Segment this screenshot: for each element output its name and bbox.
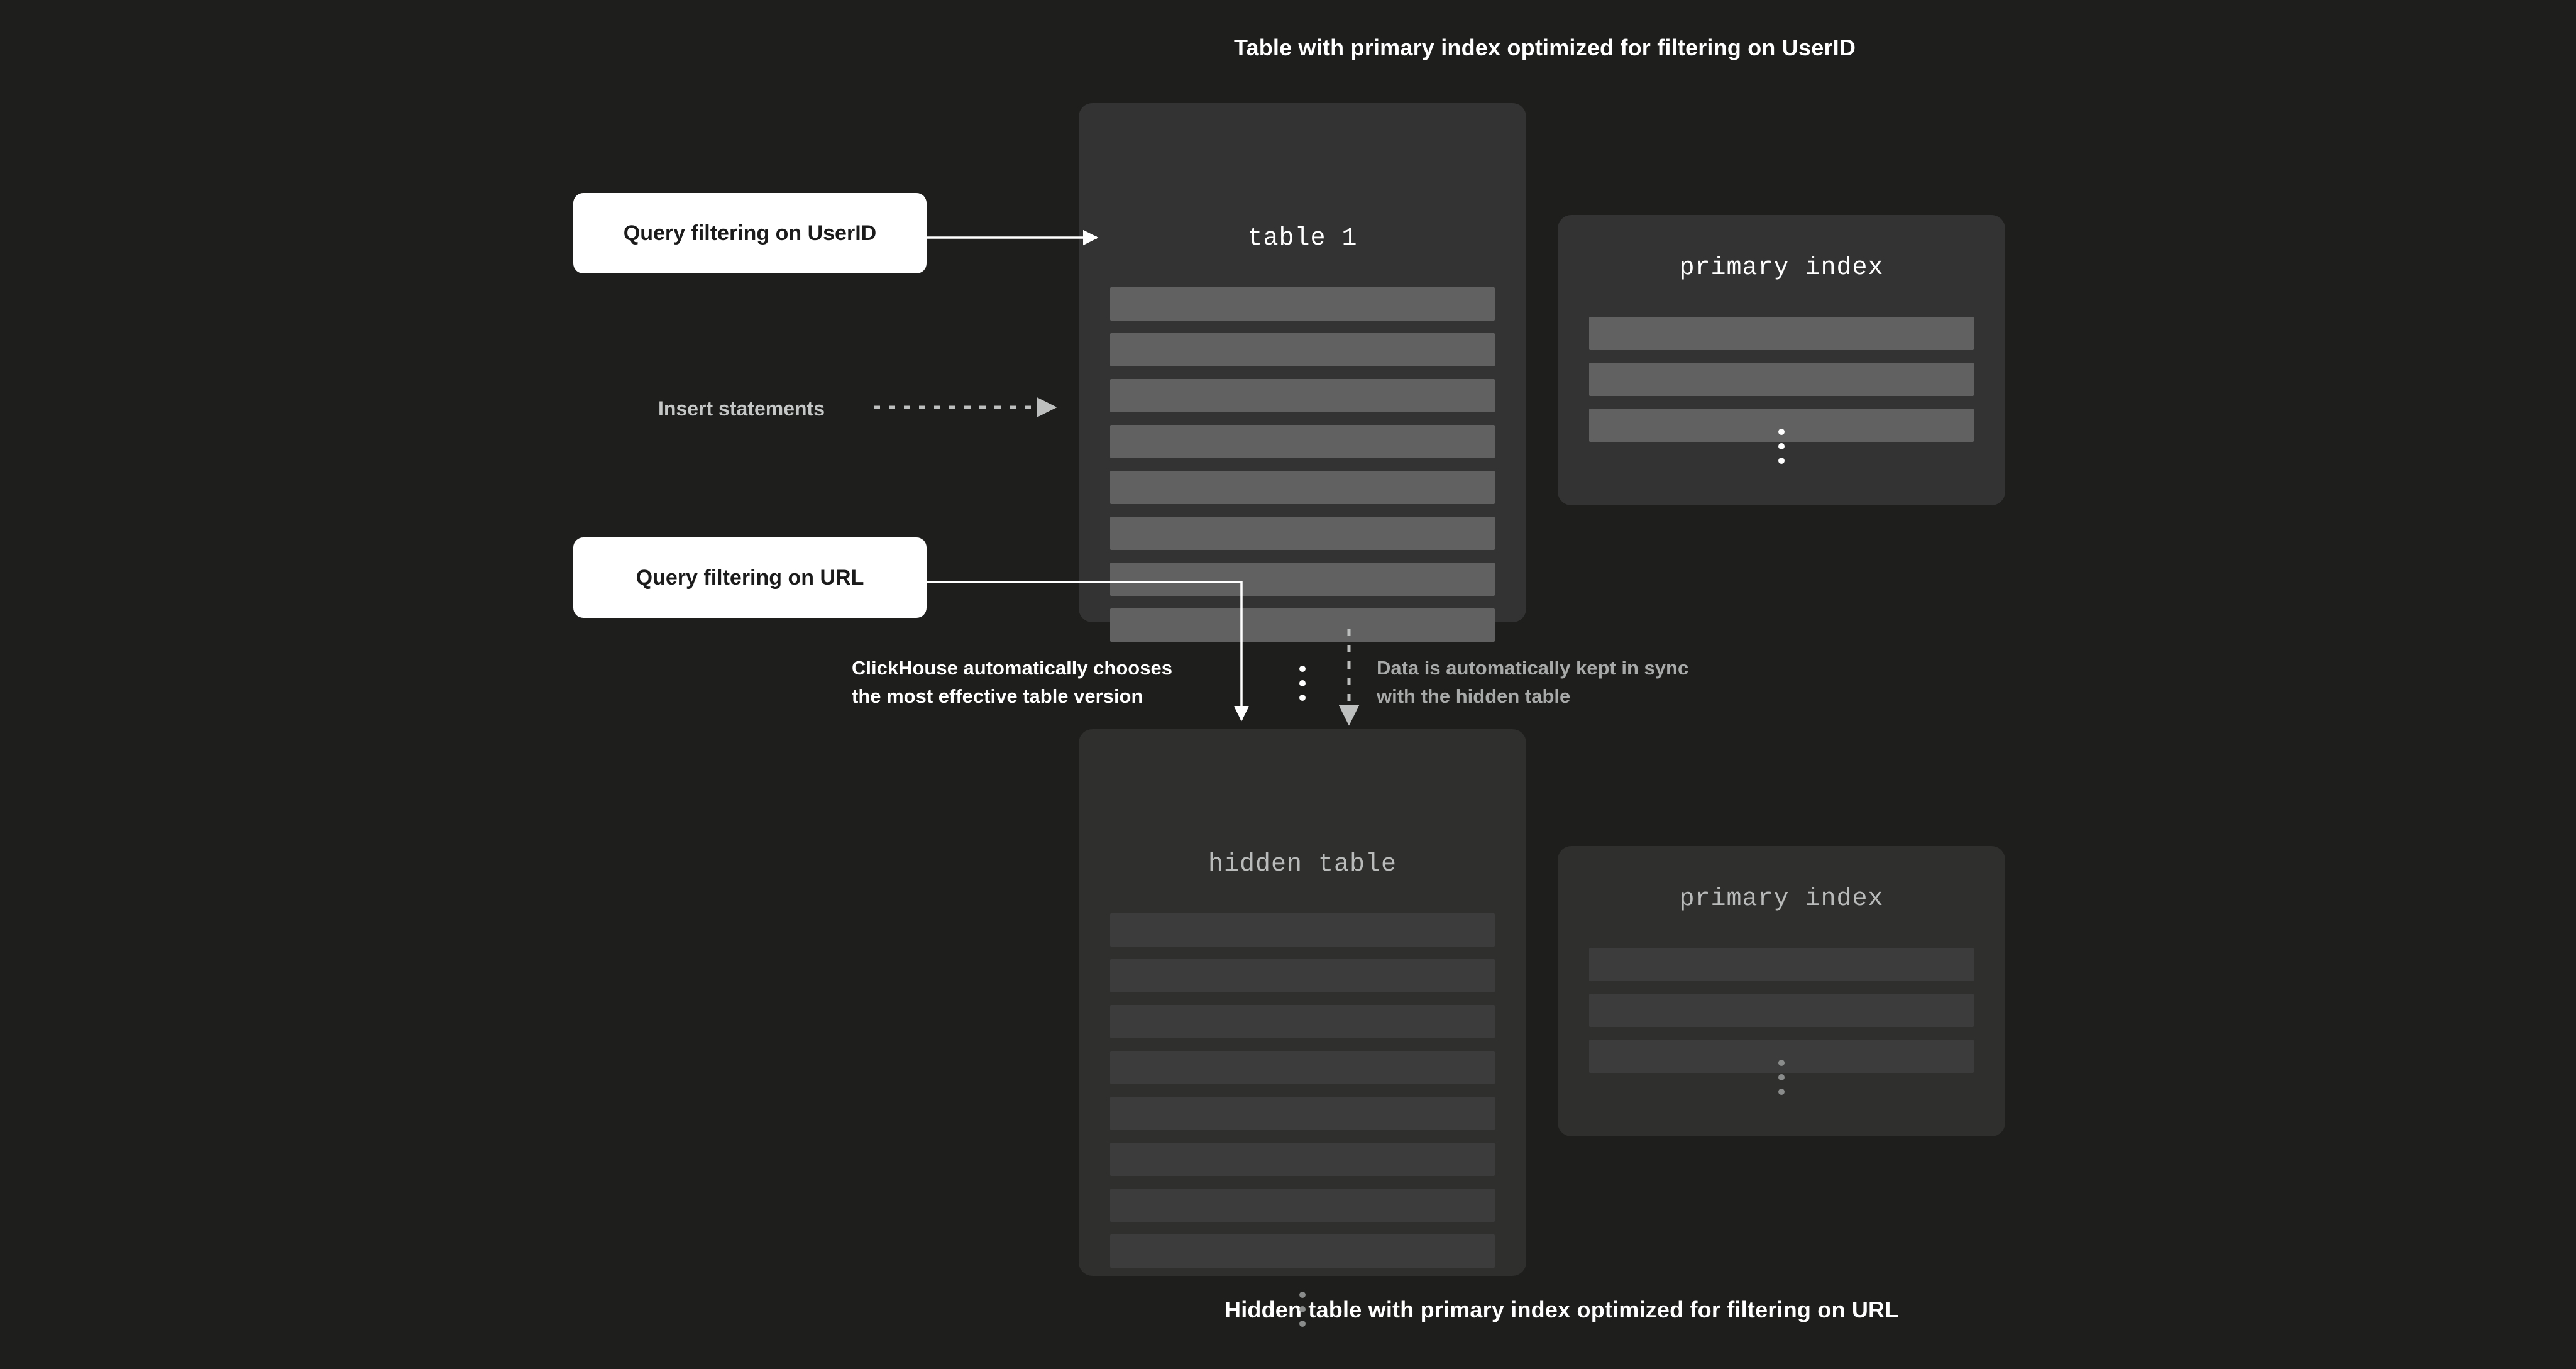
query-filtering-userid-callout[interactable]: Query filtering on UserID bbox=[573, 193, 927, 273]
table-row bbox=[1110, 425, 1495, 458]
table-row bbox=[1110, 517, 1495, 550]
table-row bbox=[1110, 379, 1495, 412]
hidden-table-ellipsis-icon bbox=[1079, 1292, 1526, 1335]
primary-index-top-panel: primary index bbox=[1558, 215, 2005, 505]
index-row bbox=[1589, 317, 1974, 350]
primary-index-bottom-panel: primary index bbox=[1558, 846, 2005, 1136]
index-row bbox=[1589, 948, 1974, 981]
table-row bbox=[1110, 959, 1495, 992]
table-1-title: table 1 bbox=[1247, 224, 1358, 253]
table-row bbox=[1110, 1234, 1495, 1268]
table-row bbox=[1110, 287, 1495, 321]
table-1-rows bbox=[1079, 287, 1526, 654]
table-row bbox=[1110, 471, 1495, 504]
table-row bbox=[1110, 1097, 1495, 1130]
hidden-table-title: hidden table bbox=[1208, 850, 1397, 879]
hidden-table-panel: hidden table bbox=[1079, 729, 1526, 1327]
table-row bbox=[1110, 333, 1495, 366]
index-row bbox=[1589, 1040, 1974, 1073]
index-row bbox=[1589, 409, 1974, 442]
kept-in-sync-label: Data is automatically kept in sync with … bbox=[1377, 657, 1689, 707]
table-1-panel: table 1 bbox=[1079, 103, 1526, 701]
bottom-caption: Hidden table with primary index optimize… bbox=[1225, 1297, 1899, 1322]
primary-index-bottom-title: primary index bbox=[1679, 885, 1884, 913]
top-caption: Table with primary index optimized for f… bbox=[1234, 35, 1856, 60]
table-1-ellipsis-icon bbox=[1079, 666, 1526, 709]
table-row bbox=[1110, 563, 1495, 596]
index-row bbox=[1589, 363, 1974, 396]
insert-statements-label: Insert statements bbox=[658, 397, 825, 420]
hidden-table-rows bbox=[1079, 913, 1526, 1280]
primary-index-bottom-ellipsis-icon bbox=[1558, 1060, 2005, 1103]
primary-index-top-rows bbox=[1558, 317, 2005, 454]
query-filtering-url-callout[interactable]: Query filtering on URL bbox=[573, 537, 927, 618]
index-row bbox=[1589, 994, 1974, 1027]
primary-index-top-title: primary index bbox=[1679, 254, 1884, 282]
chooses-version-label: ClickHouse automatically chooses the mos… bbox=[852, 657, 1172, 707]
table-row bbox=[1110, 1143, 1495, 1176]
table-row bbox=[1110, 1005, 1495, 1038]
table-row bbox=[1110, 608, 1495, 642]
primary-index-top-ellipsis-icon bbox=[1558, 429, 2005, 472]
table-row bbox=[1110, 1051, 1495, 1084]
primary-index-bottom-rows bbox=[1558, 948, 2005, 1086]
table-row bbox=[1110, 1189, 1495, 1222]
table-row bbox=[1110, 913, 1495, 947]
